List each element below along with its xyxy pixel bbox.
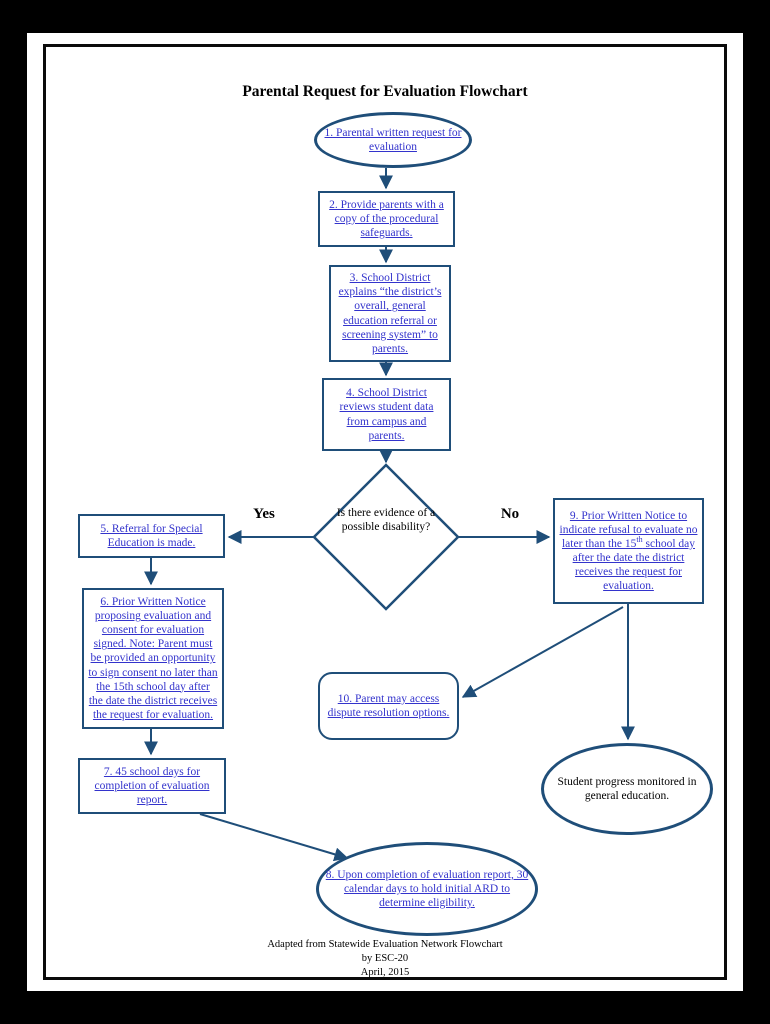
node-9-link[interactable]: 9. Prior Written Notice to indicate refu…	[559, 509, 698, 593]
node-1-link[interactable]: 1. Parental written request for evaluati…	[324, 126, 462, 153]
node-7-link[interactable]: 7. 45 school days for completion of eval…	[94, 765, 210, 806]
node-8-initial-ard: 8. Upon completion of evaluation report,…	[316, 842, 538, 936]
node-3-link[interactable]: 3. School District explains “the distric…	[338, 272, 442, 355]
yes-branch-label: Yes	[253, 506, 275, 522]
footer-line-2: by ESC-20	[361, 953, 409, 965]
footer-line-1: Adapted from Statewide Evaluation Networ…	[267, 939, 503, 950]
no-branch-label: No	[500, 506, 520, 522]
node-9-text-post: school day after the date the district r…	[572, 537, 696, 593]
node-5-referral-made: 5. Referral for Special Education is mad…	[78, 514, 225, 558]
node-11-progress-monitored: Student progress monitored in general ed…	[541, 743, 713, 835]
node-4-reviews-student-data: 4. School District reviews student data …	[322, 378, 451, 451]
node-4-link[interactable]: 4. School District reviews student data …	[339, 387, 434, 442]
node-2-procedural-safeguards: 2. Provide parents with a copy of the pr…	[318, 191, 455, 247]
footer-line-3: April, 2015	[360, 967, 410, 979]
node-3-district-explains: 3. School District explains “the distric…	[329, 265, 451, 362]
node-9-refusal-notice: 9. Prior Written Notice to indicate refu…	[553, 498, 704, 604]
node-9-text-pre: 9. Prior Written Notice to indicate refu…	[559, 509, 698, 550]
page-title: Parental Request for Evaluation Flowchar…	[242, 83, 528, 100]
decision-question: Is there evidence of a possible disabili…	[336, 507, 436, 534]
node-1-parental-request: 1. Parental written request for evaluati…	[314, 112, 472, 168]
node-5-link[interactable]: 5. Referral for Special Education is mad…	[100, 522, 203, 549]
node-11-text: Student progress monitored in general ed…	[557, 775, 697, 802]
footer-attribution: Adapted from Statewide Evaluation Networ…	[0, 938, 770, 981]
node-7-45-school-days: 7. 45 school days for completion of eval…	[78, 758, 226, 814]
node-8-link[interactable]: 8. Upon completion of evaluation report,…	[325, 868, 529, 909]
node-9-superscript: th	[636, 535, 643, 545]
node-6-link[interactable]: 6. Prior Written Notice proposing evalua…	[88, 596, 218, 721]
node-2-link[interactable]: 2. Provide parents with a copy of the pr…	[329, 198, 444, 239]
node-6-prior-written-notice-consent: 6. Prior Written Notice proposing evalua…	[82, 588, 224, 729]
page-border-frame	[43, 44, 727, 980]
node-10-dispute-resolution: 10. Parent may access dispute resolution…	[318, 672, 459, 740]
node-10-link[interactable]: 10. Parent may access dispute resolution…	[327, 692, 450, 719]
